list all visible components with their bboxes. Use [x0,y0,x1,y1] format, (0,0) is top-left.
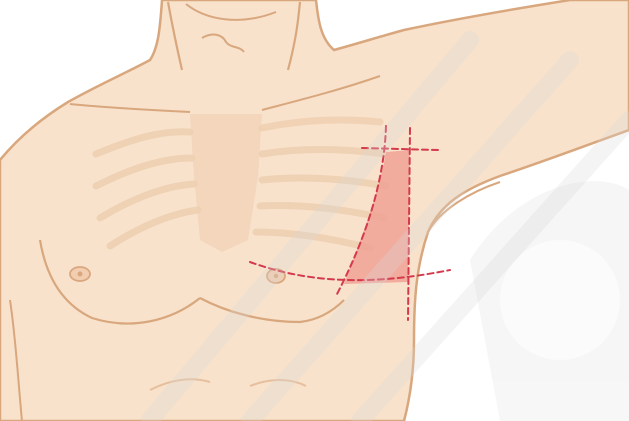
watermark-shape [470,181,629,421]
left-nipple [70,267,90,281]
